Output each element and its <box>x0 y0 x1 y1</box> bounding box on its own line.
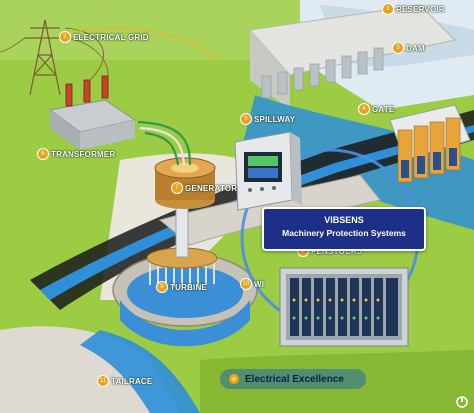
rack-system <box>279 267 409 347</box>
callout-number: 10 <box>241 279 251 289</box>
callout-number: 1 <box>383 4 393 14</box>
callout-number: 2 <box>60 32 70 42</box>
callout-label: ELECTRICAL GRID <box>73 32 149 42</box>
callout-generator: 7 GENERATOR <box>172 183 237 193</box>
callout-wicket-gate: 10 WI <box>241 279 264 289</box>
generator-cables <box>137 120 192 166</box>
callout-dam: 3 DAM <box>393 43 425 53</box>
turbine-shaft <box>175 204 189 258</box>
banner-title: VIBSENS <box>324 215 364 225</box>
tailrace-structure <box>0 326 180 413</box>
transmission-tower <box>25 19 65 96</box>
excellence-text: Electrical Excellence <box>245 373 344 385</box>
callout-number: 9 <box>157 282 167 292</box>
corner-logo-icon <box>456 396 468 408</box>
callout-label: PENSTOCKS <box>311 246 363 256</box>
callout-number: 7 <box>172 183 182 193</box>
callout-label: SPILLWAY <box>254 114 296 124</box>
dam-gates <box>261 47 384 99</box>
callout-label: DAM <box>406 43 425 53</box>
callout-label: WI <box>254 279 265 289</box>
callout-tailrace: 11 TAILRACE <box>98 376 152 386</box>
vibration-monitor-device <box>234 131 302 211</box>
banner-subtitle: Machinery Protection Systems <box>282 228 406 238</box>
callout-label: TURBINE <box>170 282 207 292</box>
callout-label: RESERVOIR <box>396 4 445 14</box>
callout-number: 3 <box>393 43 403 53</box>
callout-label: GATE <box>372 104 395 114</box>
callout-gate: 4 GATE <box>359 104 394 114</box>
din-rail-modules <box>389 104 471 183</box>
callout-spillway: 5 SPILLWAY <box>241 114 295 124</box>
callout-number: 4 <box>359 104 369 114</box>
electrical-excellence-tag: Electrical Excellence <box>220 369 366 389</box>
callout-transformer: 6 TRANSFORMER <box>38 149 115 159</box>
callout-number: 5 <box>241 114 251 124</box>
callout-label: TRANSFORMER <box>51 149 116 159</box>
callout-electrical-grid: 2 ELECTRICAL GRID <box>60 32 149 42</box>
callout-number: 8 <box>298 246 308 256</box>
star-burst-icon <box>229 374 239 384</box>
callout-turbine: 9 TURBINE <box>157 282 207 292</box>
callout-label: GENERATOR <box>185 183 238 193</box>
callout-label: TAILRACE <box>111 376 153 386</box>
callout-reservoir: 1 RESERVOIR <box>383 4 445 14</box>
vibsens-banner: VIBSENS Machinery Protection Systems <box>262 207 426 251</box>
callout-penstocks: 8 PENSTOCKS <box>298 246 362 256</box>
callout-number: 11 <box>98 376 108 386</box>
callout-number: 6 <box>38 149 48 159</box>
